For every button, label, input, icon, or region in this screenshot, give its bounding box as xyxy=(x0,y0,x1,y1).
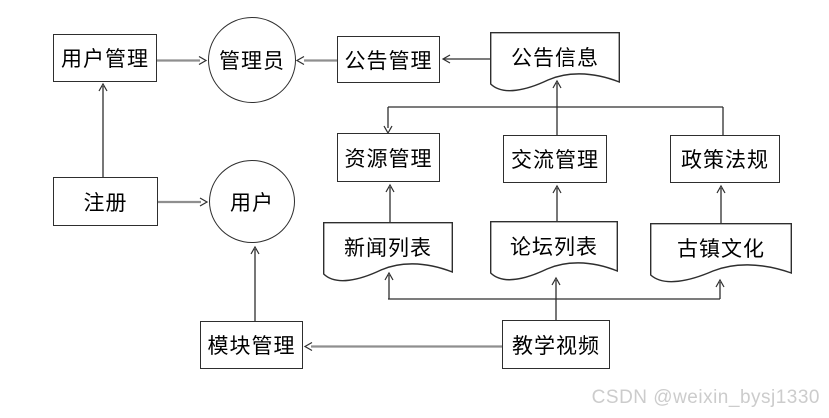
node-register-label: 注册 xyxy=(83,190,128,215)
node-admin-label: 管理员 xyxy=(219,49,285,73)
node-announcement-management-label: 公告管理 xyxy=(344,48,433,73)
edge-announcement-management-to-admin xyxy=(295,55,337,66)
node-announcement-info: 公告信息 xyxy=(490,32,620,98)
edge-branch-to-news-list xyxy=(384,271,394,299)
edge-announcement-info-to-announcement-management xyxy=(441,54,490,64)
node-ancient-town-culture-label: 古镇文化 xyxy=(677,237,765,261)
edge-branch-to-ancient-town-culture xyxy=(715,278,725,299)
node-resource-management-label: 资源管理 xyxy=(344,146,433,171)
document-shape xyxy=(323,222,453,282)
node-user-management: 用户管理 xyxy=(53,34,157,82)
node-module-management: 模块管理 xyxy=(200,321,303,369)
document-shape xyxy=(490,32,620,92)
edge-user-management-to-admin xyxy=(157,55,208,66)
edge-module-management-to-user xyxy=(250,245,260,321)
csdn-watermark: CSDN @weixin_bysj1330 xyxy=(591,387,820,408)
node-forum-list: 论坛列表 xyxy=(490,221,618,287)
node-ancient-town-culture: 古镇文化 xyxy=(650,223,792,289)
edge-news-list-to-resource-management xyxy=(385,183,395,222)
node-announcement-info-label: 公告信息 xyxy=(511,46,599,70)
edge-teaching-video-to-module-management xyxy=(303,341,502,352)
node-policy-regulations: 政策法规 xyxy=(670,135,780,183)
node-admin: 管理员 xyxy=(208,17,296,103)
node-communication-management-label: 交流管理 xyxy=(511,148,599,172)
node-user-management-label: 用户管理 xyxy=(61,47,149,71)
node-module-management-label: 模块管理 xyxy=(207,334,296,358)
edge-forum-list-to-communication-management xyxy=(552,184,562,221)
edge-register-to-user xyxy=(158,197,209,207)
edge-ancient-town-culture-to-policy-regulations xyxy=(716,184,726,223)
node-resource-management: 资源管理 xyxy=(337,133,440,182)
node-forum-list-label: 论坛列表 xyxy=(510,235,598,259)
node-teaching-video: 教学视频 xyxy=(502,320,610,369)
document-shape xyxy=(650,223,792,283)
document-shape xyxy=(490,221,618,281)
edge-register-to-user-management xyxy=(98,82,108,177)
edge-branch-to-announcement-info xyxy=(552,79,562,135)
node-communication-management: 交流管理 xyxy=(503,135,607,183)
node-user: 用户 xyxy=(209,160,295,243)
node-teaching-video-label: 教学视频 xyxy=(512,333,600,358)
edge-branch-to-forum-list xyxy=(551,276,561,299)
node-register: 注册 xyxy=(53,177,158,226)
node-user-label: 用户 xyxy=(230,190,274,215)
node-news-list: 新闻列表 xyxy=(323,222,453,288)
node-announcement-management: 公告管理 xyxy=(337,36,440,83)
edge-branch-to-resource-management xyxy=(383,107,393,135)
node-news-list-label: 新闻列表 xyxy=(344,236,432,260)
node-policy-regulations-label: 政策法规 xyxy=(681,148,769,172)
